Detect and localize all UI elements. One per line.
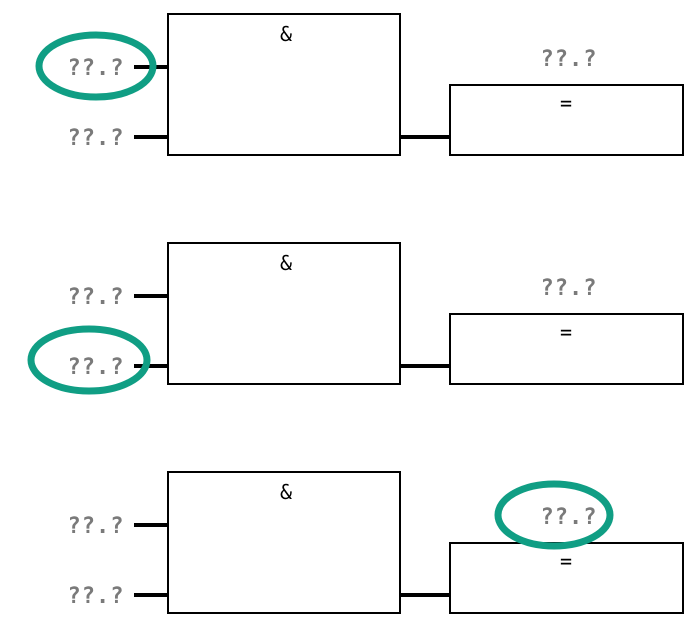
- coil-address[interactable]: ??.?: [541, 47, 598, 72]
- and-block[interactable]: [167, 471, 401, 614]
- input-address-1[interactable]: ??.?: [68, 285, 125, 310]
- highlight-circle: [27, 325, 151, 395]
- and-symbol: &: [280, 251, 292, 275]
- rung-2: & ??.? ??.? = ??.?: [27, 242, 684, 395]
- and-block[interactable]: [167, 242, 401, 385]
- input-address-1[interactable]: ??.?: [68, 514, 125, 539]
- coil-address[interactable]: ??.?: [541, 505, 598, 530]
- rung-1: & ??.? ??.? = ??.?: [35, 13, 684, 156]
- coil-symbol: =: [560, 91, 572, 115]
- input-address-2[interactable]: ??.?: [68, 355, 125, 380]
- input-address-2[interactable]: ??.?: [68, 126, 125, 151]
- and-block[interactable]: [167, 13, 401, 156]
- coil-block[interactable]: [449, 313, 684, 385]
- highlight-circle: [494, 480, 614, 550]
- input-address-2[interactable]: ??.?: [68, 584, 125, 609]
- coil-symbol: =: [560, 320, 572, 344]
- highlight-circle: [35, 31, 157, 101]
- input-address-1[interactable]: ??.?: [68, 56, 125, 81]
- coil-symbol: =: [560, 549, 572, 573]
- rung-3: & ??.? ??.? = ??.?: [68, 471, 684, 614]
- and-symbol: &: [280, 480, 292, 504]
- coil-block[interactable]: [449, 84, 684, 156]
- coil-block[interactable]: [449, 542, 684, 614]
- and-symbol: &: [280, 22, 292, 46]
- coil-address[interactable]: ??.?: [541, 276, 598, 301]
